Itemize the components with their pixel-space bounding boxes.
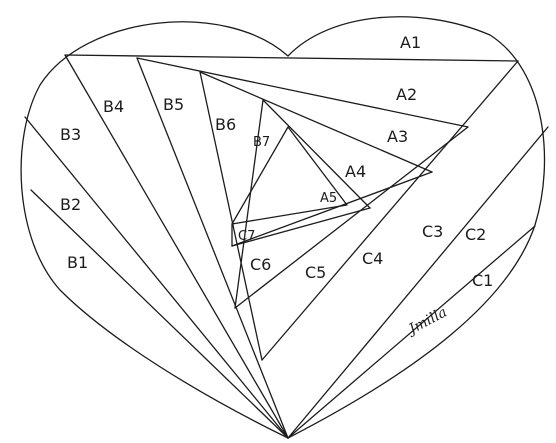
label-c3: C3 bbox=[422, 222, 443, 241]
label-a2: A2 bbox=[396, 85, 417, 104]
line-c2 bbox=[288, 127, 548, 438]
label-c4: C4 bbox=[362, 249, 383, 268]
line-b7 bbox=[235, 100, 263, 308]
line-a1 bbox=[65, 55, 518, 61]
label-b2: B2 bbox=[60, 195, 81, 214]
label-a5: A5 bbox=[320, 191, 337, 206]
label-b6: B6 bbox=[215, 115, 236, 134]
label-b3: B3 bbox=[60, 125, 81, 144]
line-a4 bbox=[263, 100, 370, 208]
label-c6: C6 bbox=[250, 255, 271, 274]
label-a3: A3 bbox=[387, 127, 408, 146]
line-b3 bbox=[25, 117, 288, 438]
line-c5 bbox=[232, 172, 432, 246]
label-a4: A4 bbox=[345, 162, 366, 181]
signature: Jmilla bbox=[404, 304, 450, 339]
label-a1: A1 bbox=[400, 33, 421, 52]
line-b5 bbox=[137, 58, 288, 438]
label-c2: C2 bbox=[465, 225, 486, 244]
label-c7: C7 bbox=[238, 229, 255, 244]
label-b1: B1 bbox=[67, 253, 88, 272]
label-c5: C5 bbox=[305, 263, 326, 282]
label-b4: B4 bbox=[103, 97, 124, 116]
line-b2 bbox=[31, 190, 288, 438]
label-b5: B5 bbox=[163, 95, 184, 114]
label-c1: C1 bbox=[472, 271, 493, 290]
label-b7: B7 bbox=[253, 135, 270, 150]
